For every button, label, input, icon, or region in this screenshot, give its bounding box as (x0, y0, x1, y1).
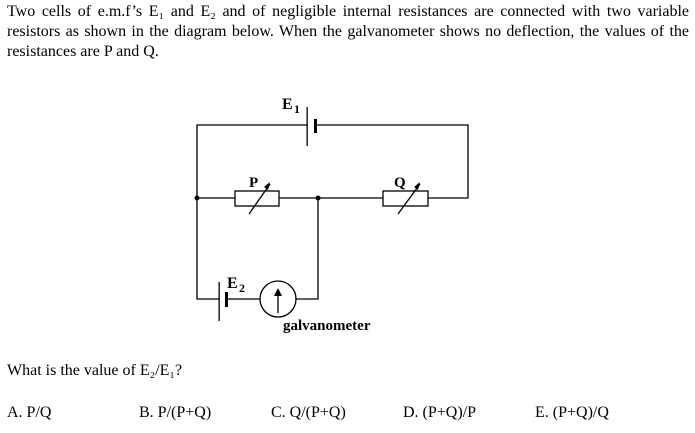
p-label: P (249, 175, 258, 191)
e2-label: E (227, 275, 238, 292)
wire-junction (296, 198, 319, 300)
wire-top (196, 124, 307, 300)
junction-middle (315, 195, 321, 201)
cell-e2-long-plate (218, 282, 220, 321)
cell-e1-short-plate (314, 119, 317, 133)
option-d[interactable]: D. (P+Q)/P (403, 404, 477, 421)
q-label: Q (394, 175, 406, 191)
variable-arrow-p (248, 183, 271, 215)
galvanometer-label: galvanometer (283, 318, 371, 334)
arrowhead-p (264, 182, 270, 190)
option-a[interactable]: A. P/Q (7, 404, 52, 421)
cell-e1-long-plate (306, 107, 308, 146)
resistor-q (382, 190, 429, 207)
resistor-p (234, 190, 280, 207)
option-b[interactable]: B. P/(P+Q) (139, 404, 212, 421)
option-e[interactable]: E. (P+Q)/Q (535, 404, 609, 421)
question-prompt: What is the value of E₂/E₁? (7, 362, 183, 379)
variable-arrow-q (397, 183, 421, 215)
wire-top-right (315, 124, 469, 199)
e1-subscript: 1 (294, 102, 300, 116)
junction-left (194, 195, 200, 201)
cell-e2-short-plate (225, 292, 228, 307)
e2-subscript: 2 (239, 281, 245, 295)
option-c[interactable]: C. Q/(P+Q) (271, 404, 346, 421)
galvanometer-arrowhead (274, 288, 282, 296)
question-stem: Two cells of e.m.f’s E₁ and E₂ and of ne… (7, 3, 689, 60)
arrowhead-q (414, 182, 420, 190)
e1-label: E (282, 96, 293, 113)
